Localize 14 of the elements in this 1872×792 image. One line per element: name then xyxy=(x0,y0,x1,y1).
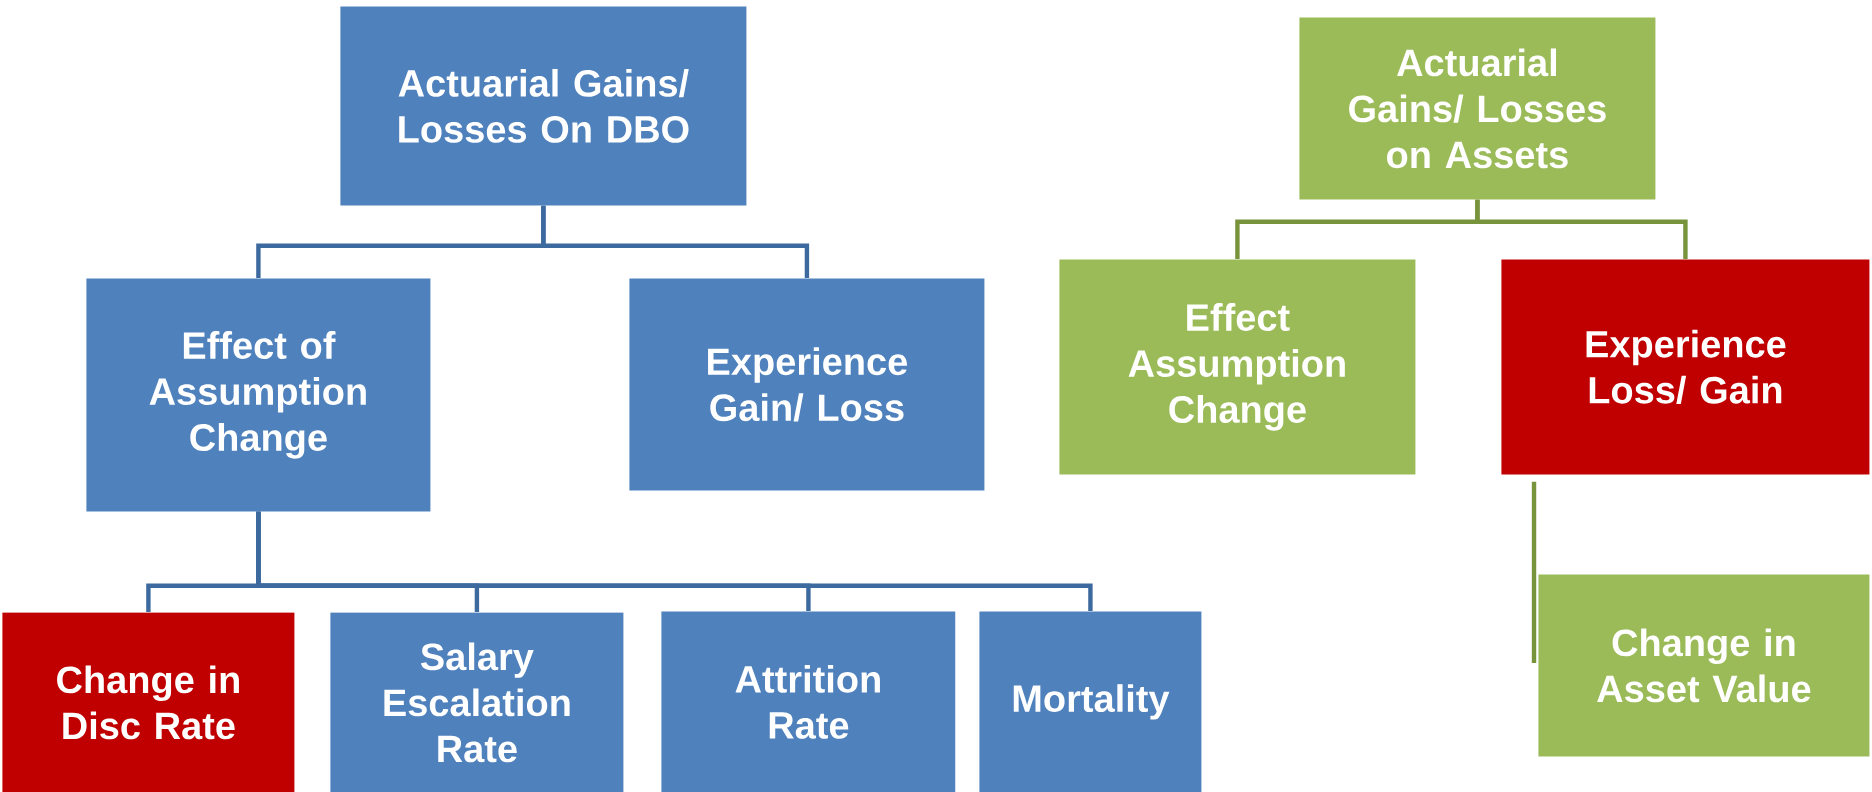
category-box: Salary Escalation Rate xyxy=(330,612,624,792)
category-box: Experience Gain/ Loss xyxy=(629,278,985,491)
category-box: Actuarial Gains/ Losses on Assets xyxy=(1299,17,1656,200)
category-box: Actuarial Gains/ Losses On DBO xyxy=(340,6,747,206)
category-box: Mortality xyxy=(979,611,1202,792)
connector-line xyxy=(256,511,1093,611)
connector-line xyxy=(1475,199,1688,259)
category-box: Change in Asset Value xyxy=(1538,574,1870,757)
highlight-box: Change in Disc Rate xyxy=(2,612,295,792)
category-box: Effect Assumption Change xyxy=(1059,259,1416,475)
category-box: Attrition Rate xyxy=(661,611,956,792)
connector-line xyxy=(541,205,810,278)
category-box: Effect of Assumption Change xyxy=(86,278,431,512)
highlight-box: Experience Loss/ Gain xyxy=(1501,259,1870,475)
